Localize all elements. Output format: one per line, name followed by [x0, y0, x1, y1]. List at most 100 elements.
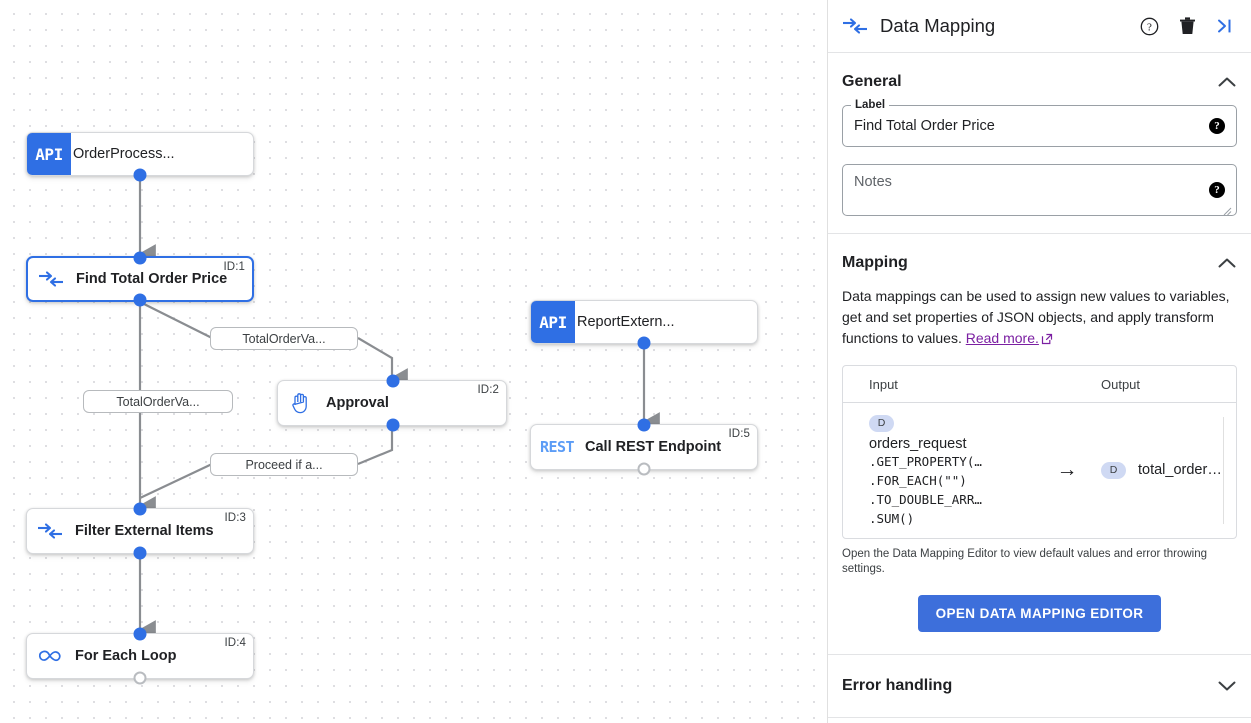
node-id-tag: ID:4: [224, 637, 246, 649]
node-label: Find Total Order Price: [76, 271, 228, 287]
node-label: OrderProcess...: [73, 146, 175, 162]
section-mapping-title: Mapping: [842, 254, 908, 271]
collapse-panel-icon[interactable]: [1215, 17, 1235, 35]
chevron-up-icon[interactable]: [1217, 257, 1237, 270]
notes-placeholder: Notes: [854, 174, 892, 190]
node-output-port[interactable]: [133, 168, 147, 182]
node-output-port[interactable]: [386, 418, 400, 432]
node-id-tag: ID:3: [224, 512, 246, 524]
node-body: Filter External Items: [73, 509, 214, 553]
notes-field[interactable]: Notes ?: [842, 164, 1237, 216]
delete-icon[interactable]: [1178, 16, 1197, 36]
node-id-tag: ID:2: [477, 384, 499, 396]
node-label: Call REST Endpoint: [585, 439, 722, 455]
api-badge-icon: API: [27, 133, 71, 175]
node-input-port[interactable]: [386, 374, 400, 388]
properties-panel: Data Mapping ?: [828, 0, 1251, 723]
loop-icon: [27, 634, 73, 678]
svg-text:?: ?: [1147, 21, 1152, 33]
node-label: ReportExtern...: [577, 314, 675, 330]
input-variable: orders_request: [869, 435, 967, 452]
label-field-legend: Label: [851, 99, 890, 111]
edge-label-text: TotalOrderVa...: [116, 394, 200, 409]
node-input-port[interactable]: [133, 251, 147, 265]
label-field-value: Find Total Order Price: [854, 118, 995, 134]
label-help-icon[interactable]: ?: [1209, 118, 1225, 134]
node-output-port[interactable]: [133, 546, 147, 560]
mapping-table: Input Output D orders_request .GET_PROPE…: [842, 365, 1237, 539]
node-output-port[interactable]: [637, 336, 651, 350]
section-error-handling: Error handling: [828, 655, 1251, 718]
node-for-each-loop[interactable]: ID:4 For Each Loop: [26, 627, 254, 685]
read-more-link[interactable]: Read more.: [965, 330, 1039, 346]
node-input-port[interactable]: [133, 627, 147, 641]
help-icon[interactable]: ?: [1139, 16, 1160, 37]
section-mapping: Mapping Data mappings can be used to ass…: [828, 234, 1251, 655]
open-data-mapping-editor-button[interactable]: OPEN DATA MAPPING EDITOR: [917, 594, 1162, 632]
section-error-handling-header[interactable]: Error handling: [842, 655, 1237, 717]
node-id-tag: ID:1: [223, 261, 245, 273]
node-input-port[interactable]: [133, 502, 147, 516]
panel-title: Data Mapping: [880, 15, 996, 36]
hand-icon: [278, 381, 324, 425]
node-output-port[interactable]: [133, 293, 147, 307]
chevron-up-icon[interactable]: [1217, 76, 1237, 89]
resize-handle[interactable]: [1223, 203, 1232, 216]
data-mapping-icon: [28, 258, 74, 300]
edge-label-text: Proceed if a...: [245, 457, 323, 472]
node-output-port[interactable]: [133, 671, 147, 685]
node-find-total-order-price[interactable]: ID:1 Find Total Order Price: [26, 251, 254, 307]
node-body: Approval: [324, 381, 389, 425]
node-call-rest-endpoint[interactable]: ID:5 REST Call REST Endpoint: [530, 418, 758, 476]
node-body: ReportExtern...: [575, 301, 675, 343]
section-mapping-header[interactable]: Mapping: [842, 234, 1237, 286]
external-link-icon: [1041, 330, 1053, 351]
section-general-header[interactable]: General: [842, 53, 1237, 105]
notes-help-icon[interactable]: ?: [1209, 182, 1225, 198]
node-output-port[interactable]: [637, 462, 651, 476]
output-variable: total_order…: [1138, 462, 1222, 479]
mapping-arrow-icon: →: [1056, 458, 1078, 482]
node-id-tag: ID:5: [728, 428, 750, 440]
node-label: Approval: [326, 395, 389, 411]
chevron-down-icon[interactable]: [1217, 679, 1237, 692]
data-mapping-icon: [842, 18, 872, 34]
node-body: OrderProcess...: [71, 133, 175, 175]
node-approval[interactable]: ID:2 Approval: [277, 374, 507, 432]
node-order-process[interactable]: API OrderProcess...: [26, 132, 254, 182]
section-error-handling-title: Error handling: [842, 676, 953, 694]
node-report-external[interactable]: API ReportExtern...: [530, 300, 758, 350]
input-expression: .GET_PROPERTY(… .FOR_EACH("") .TO_DOUBLE…: [869, 453, 982, 526]
edge-label[interactable]: TotalOrderVa...: [210, 327, 358, 350]
edge-connections: [138, 176, 660, 640]
table-row[interactable]: D orders_request .GET_PROPERTY(… .FOR_EA…: [843, 403, 1236, 538]
label-field[interactable]: Label Find Total Order Price ?: [842, 99, 1237, 147]
data-mapping-icon: [27, 509, 73, 553]
workflow-canvas[interactable]: API OrderProcess... ID:1 Find Total Orde…: [0, 0, 828, 723]
rest-badge-icon: REST: [539, 438, 575, 456]
mapping-hint: Open the Data Mapping Editor to view def…: [842, 547, 1208, 575]
api-badge-icon: API: [531, 301, 575, 343]
node-filter-external-items[interactable]: ID:3 Filter External Items: [26, 502, 254, 560]
mapping-description-text: Data mappings can be used to assign new …: [842, 288, 1230, 346]
node-label: For Each Loop: [75, 648, 177, 664]
node-body: For Each Loop: [73, 634, 177, 678]
mapping-table-header: Input Output: [843, 366, 1236, 403]
column-header-input: Input: [869, 376, 898, 392]
panel-header-actions: ?: [1139, 16, 1239, 37]
edge-label[interactable]: TotalOrderVa...: [83, 390, 233, 413]
node-label: Filter External Items: [75, 523, 214, 539]
output-type-chip: D: [1101, 461, 1126, 479]
panel-header: Data Mapping ?: [828, 0, 1251, 53]
section-general-title: General: [842, 73, 902, 90]
section-general: General Label Find Total Order Price ? N…: [828, 53, 1251, 234]
column-header-output: Output: [1101, 376, 1141, 392]
mapping-output-cell: D total_order…: [1091, 461, 1236, 479]
node-body: Call REST Endpoint: [583, 425, 721, 469]
input-type-chip: D: [869, 414, 894, 432]
node-body: Find Total Order Price: [74, 258, 227, 300]
mapping-description: Data mappings can be used to assign new …: [842, 286, 1237, 351]
node-input-port[interactable]: [637, 418, 651, 432]
edge-label[interactable]: Proceed if a...: [210, 453, 358, 476]
